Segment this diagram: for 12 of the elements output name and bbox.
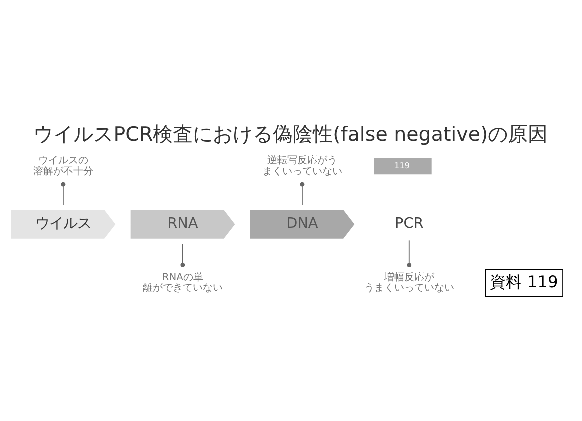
node-text: RNAの単離ができていない [142, 272, 223, 294]
label: 119 [394, 160, 410, 170]
diagram-title: ウイルスPCR検査における偽陰性(false negative)の原因 [34, 122, 548, 146]
connector [61, 182, 66, 205]
node-text: 増幅反応がうまくいっていない [364, 272, 454, 294]
node-text: ウイルスの溶解が不十分 [33, 155, 94, 177]
node-text: 逆転写反応がうまくいっていない [262, 155, 342, 177]
connector [300, 182, 305, 205]
connector [180, 243, 186, 267]
connector [407, 240, 412, 268]
label: 資料 119 [490, 272, 558, 291]
node-text: PCR [395, 215, 424, 232]
